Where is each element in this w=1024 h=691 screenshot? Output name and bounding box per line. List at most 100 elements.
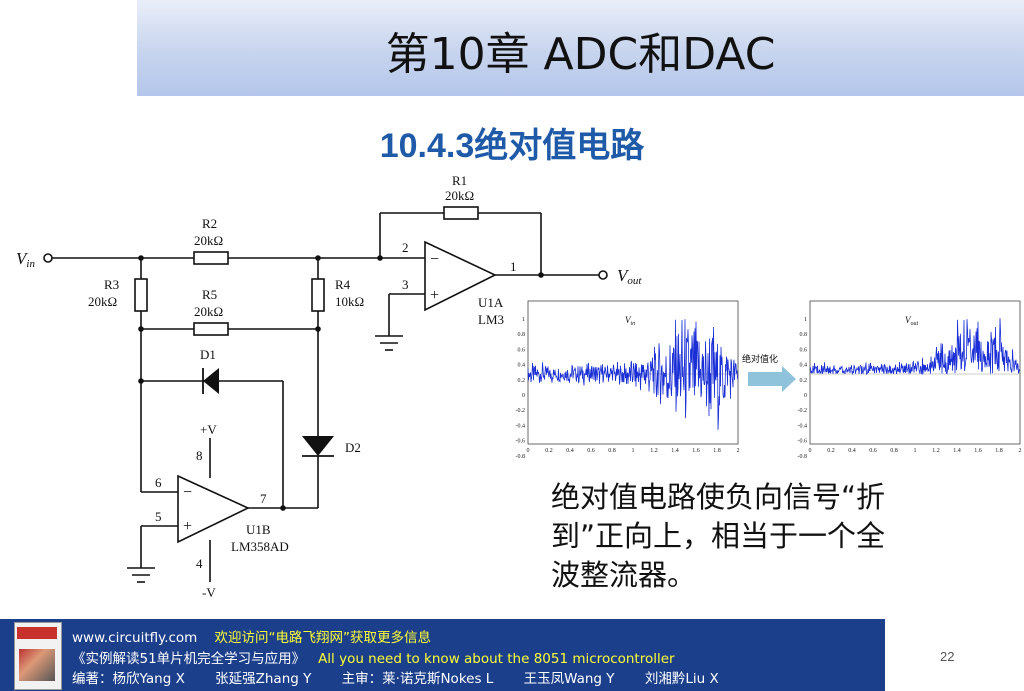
pin-3: 3: [402, 277, 409, 292]
x-tick-label: 1.8: [995, 448, 1003, 454]
u1a-label: U1A: [478, 295, 504, 310]
x-tick-label: 0.4: [566, 448, 574, 454]
y-tick-label: 0: [522, 393, 525, 399]
footer-right-panel: [885, 619, 1024, 691]
r4-value: 10kΩ: [335, 294, 364, 309]
u1b-label: U1B: [246, 522, 271, 537]
x-tick-label: 1.2: [650, 448, 658, 454]
resistor-r1: [443, 206, 479, 220]
r5-value: 20kΩ: [194, 304, 223, 319]
y-tick-label: -0.2: [798, 408, 808, 414]
x-tick-label: 1.8: [713, 448, 721, 454]
x-tick-label: 0: [809, 448, 812, 454]
x-tick-label: 0.6: [869, 448, 877, 454]
input-waveform: [527, 319, 739, 430]
resistor-r2: [193, 251, 229, 265]
y-tick-label: 0.4: [518, 363, 526, 369]
book-cover-photo: [19, 649, 55, 681]
footer-welcome: 欢迎访问“电路飞翔网”获取更多信息: [214, 630, 432, 646]
x-tick-label: 0.6: [587, 448, 595, 454]
y-tick-label: 0: [804, 393, 807, 399]
r3-value: 20kΩ: [88, 294, 117, 309]
book-cover-image: [14, 622, 62, 690]
description-line: 到”正向上，相当于一个全: [551, 519, 886, 553]
vplus-label: +V: [200, 422, 217, 437]
title-bar: 第10章 ADC和DAC: [137, 0, 1024, 96]
x-tick-label: 1: [632, 448, 635, 454]
r3-name: R3: [104, 277, 119, 292]
plot-in-label: Vin: [625, 315, 635, 327]
section-subtitle: 10.4.3绝对值电路: [379, 127, 645, 165]
plot-out-label: Vout: [905, 315, 919, 327]
y-tick-label: -0.8: [798, 454, 808, 460]
x-tick-label: 0: [527, 448, 530, 454]
footer-book-en: All you need to know about the 8051 micr…: [318, 651, 675, 667]
diode-d2: [302, 436, 334, 456]
description-text: 绝对值电路使负向信号“折 到”正向上，相当于一个全 波整流器。: [551, 478, 963, 595]
u1a-plus: +: [430, 287, 439, 304]
y-tick-label: -0.4: [798, 423, 808, 429]
x-tick-label: 0.8: [890, 448, 898, 454]
y-tick-label: 1: [804, 317, 807, 323]
y-tick-label: -0.6: [516, 439, 526, 445]
description-line: 绝对值电路使负向信号“折: [551, 480, 886, 514]
y-tick-label: 1: [522, 317, 525, 323]
pin-5: 5: [155, 509, 162, 524]
footer-line-2: 《实例解读51单片机完全学习与应用》 All you need to know …: [72, 647, 675, 667]
y-tick-label: 0.6: [518, 347, 526, 353]
junction-dots: [138, 255, 544, 511]
r1-value: 20kΩ: [445, 188, 474, 203]
footer-bar: [0, 619, 885, 691]
footer-author: 编著：杨欣Yang X: [72, 671, 185, 687]
opamp-u1b: [177, 474, 250, 544]
vout-label: Vout: [617, 266, 642, 287]
pin-2: 2: [402, 240, 409, 255]
footer-author: 张延强Zhang Y: [215, 671, 312, 687]
pin-7: 7: [260, 491, 267, 506]
diode-d1: [203, 368, 219, 394]
footer-author: 主审：莱·诺克斯Nokes L: [341, 671, 494, 687]
vin-label: Vin: [16, 249, 35, 270]
y-tick-label: -0.2: [516, 408, 526, 414]
ground-symbol-lower: [127, 567, 155, 583]
circuit-wires: [43, 212, 608, 582]
x-tick-label: 1.6: [974, 448, 982, 454]
x-tick-label: 0.2: [545, 448, 553, 454]
x-tick-label: 2: [737, 448, 740, 454]
ground-symbol-upper: [375, 335, 403, 351]
y-tick-label: 0.4: [800, 363, 808, 369]
footer-line-3: 编著：杨欣Yang X 张延强Zhang Y 主审：莱·诺克斯Nokes L 王…: [72, 667, 719, 687]
x-tick-label: 0.8: [608, 448, 616, 454]
pin-8: 8: [196, 448, 203, 463]
footer-author: 刘湘黔Liu X: [644, 671, 719, 687]
pin-1: 1: [510, 259, 517, 274]
footer-book-cn: 《实例解读51单片机完全学习与应用》: [72, 651, 306, 667]
u1b-plus: +: [183, 518, 192, 535]
footer-author: 王玉凤Wang Y: [523, 671, 615, 687]
transform-label: 绝对值化: [742, 353, 778, 364]
u1b-minus: −: [183, 484, 192, 501]
book-cover-band: [17, 627, 57, 639]
r5-name: R5: [202, 287, 217, 302]
resistor-r3: [134, 278, 148, 312]
resistor-r4: [311, 278, 325, 312]
y-tick-label: -0.6: [798, 439, 808, 445]
resistor-r5: [193, 322, 229, 336]
u1a-minus: −: [430, 251, 439, 268]
r2-name: R2: [202, 216, 217, 231]
x-tick-label: 1.4: [671, 448, 679, 454]
pin-6: 6: [155, 475, 162, 490]
y-tick-label: 0.2: [800, 378, 808, 384]
x-tick-label: 1: [914, 448, 917, 454]
d2-label: D2: [345, 440, 361, 455]
page-number: 22: [940, 649, 955, 664]
r1-name: R1: [452, 173, 467, 188]
x-tick-label: 0.2: [827, 448, 835, 454]
transform-arrow: [748, 366, 796, 392]
x-tick-label: 1.2: [932, 448, 940, 454]
x-tick-label: 1.4: [953, 448, 961, 454]
output-waveform: [809, 318, 1021, 376]
footer-site-link[interactable]: www.circuitfly.com: [72, 630, 198, 646]
